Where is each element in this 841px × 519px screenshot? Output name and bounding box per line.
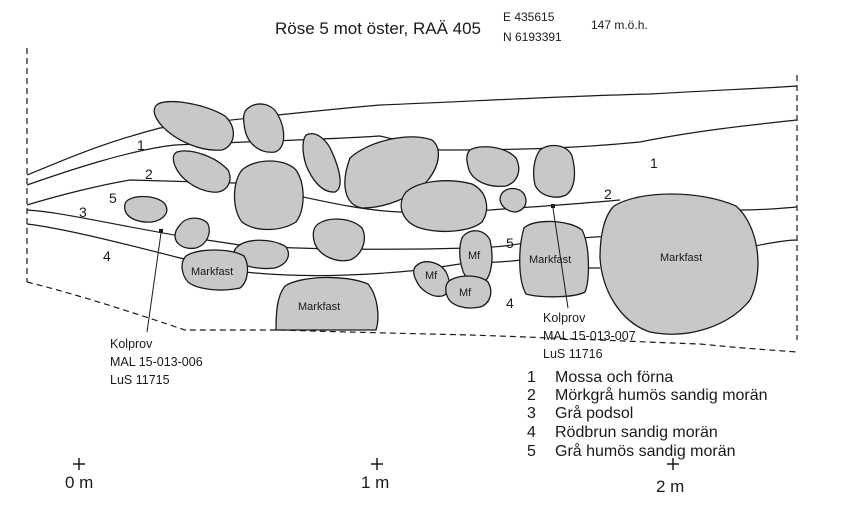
legend-text: Mörkgrå humös sandig morän	[555, 386, 768, 404]
markfast-label: Markfast	[298, 301, 340, 313]
legend-number: 3	[527, 405, 536, 422]
elevation: 147 m.ö.h.	[591, 18, 648, 32]
stone	[466, 146, 520, 188]
layer-boundary-1-2	[26, 119, 798, 186]
sample-marker	[159, 229, 163, 233]
markfast-label: Markfast	[529, 254, 571, 266]
legend-text: Grå humös sandig morän	[555, 442, 736, 460]
layer-boundary-2-5	[26, 179, 621, 213]
markfast-label: Markfast	[660, 252, 702, 264]
layer-boundary-top	[26, 85, 798, 176]
scale-tick-mark	[73, 458, 85, 470]
layer-number: 2	[604, 186, 612, 202]
layer-number: 4	[506, 295, 514, 311]
legend-text: Grå podsol	[555, 404, 633, 422]
sample-id: MAL 15-013-006	[110, 355, 203, 369]
sample-marker	[551, 204, 555, 208]
stone	[302, 133, 341, 193]
mf-label: Mf	[459, 287, 472, 299]
layer-number: 1	[137, 137, 145, 153]
stone	[533, 144, 576, 198]
layer-number: 2	[145, 166, 153, 182]
stone-markfast	[519, 220, 590, 298]
layer-number: 4	[103, 248, 111, 264]
mf-label: Mf	[425, 270, 438, 282]
easting: E 435615	[503, 10, 555, 24]
legend-text: Rödbrun sandig morän	[555, 424, 718, 441]
stone-markfast	[181, 249, 249, 291]
scale-tick-mark	[371, 458, 383, 470]
sample-leader-line	[146, 232, 162, 333]
stone-markfast	[599, 193, 759, 335]
sample-lab: LuS 11716	[543, 347, 603, 361]
layer-boundary-bottom	[26, 281, 798, 353]
stone	[499, 187, 527, 213]
legend-number: 1	[527, 369, 536, 386]
legend-number: 4	[527, 424, 536, 441]
scale-label: 0 m	[65, 473, 93, 492]
stone-mf	[445, 275, 492, 309]
mf-label: Mf	[468, 250, 481, 262]
drawing-title: Röse 5 mot öster, RAÄ 405	[275, 19, 481, 38]
scale-bar: 0 m 1 m 2 m	[65, 458, 684, 496]
sample-leader-line	[552, 207, 569, 309]
layer-number: 5	[109, 190, 117, 206]
scale-tick-mark	[667, 458, 679, 470]
legend: 1 Mossa och förna 2 Mörkgrå humös sandig…	[527, 369, 768, 460]
stone	[153, 101, 234, 151]
northing: N 6193391	[503, 30, 562, 44]
legend-number: 2	[527, 387, 536, 404]
stone	[400, 180, 488, 232]
stone-mf	[413, 261, 451, 297]
markfast-label: Markfast	[191, 266, 233, 278]
layer-number: 3	[79, 204, 87, 220]
legend-number: 5	[527, 443, 536, 460]
legend-text: Mossa och förna	[555, 369, 673, 386]
stone	[233, 160, 304, 231]
layer-boundary-right-upper	[739, 206, 798, 211]
sample-label: Kolprov	[543, 311, 586, 325]
stone	[123, 195, 168, 223]
stone	[174, 217, 210, 250]
sample-id: MAL 15-013-007	[543, 329, 636, 343]
layer-number: 1	[650, 155, 658, 171]
stone	[312, 218, 365, 262]
stone	[242, 103, 285, 153]
sample-label: Kolprov	[110, 337, 153, 351]
layer-number: 5	[506, 235, 514, 251]
scale-label: 2 m	[656, 477, 684, 496]
sample-lab: LuS 11715	[110, 373, 170, 387]
stone-markfast	[275, 276, 379, 331]
scale-label: 1 m	[361, 473, 389, 492]
stone	[172, 150, 231, 193]
layer-boundary-right-lower	[754, 239, 798, 247]
